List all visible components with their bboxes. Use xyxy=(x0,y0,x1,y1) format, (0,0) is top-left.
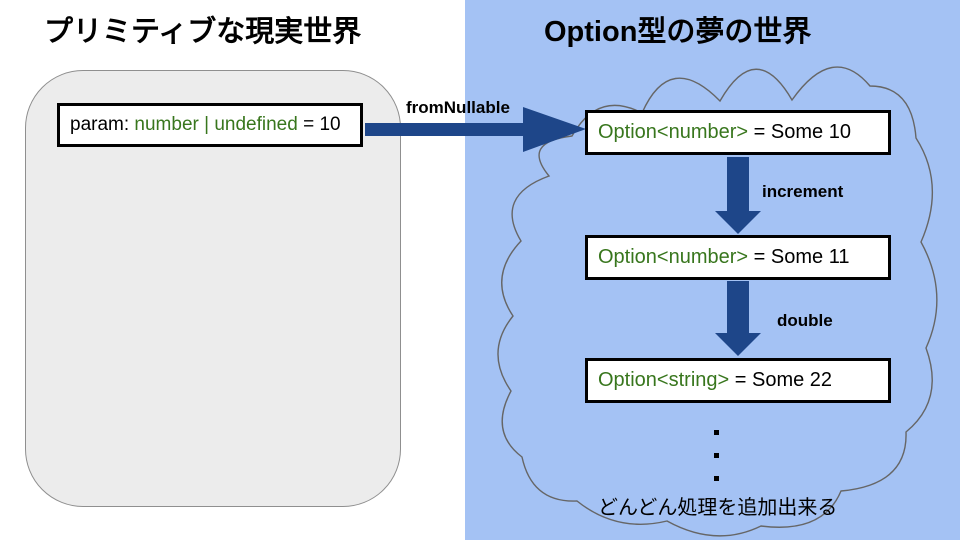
option-type: Option<number> xyxy=(598,121,749,143)
option-value: = Some 11 xyxy=(748,246,850,268)
add-processing-caption: どんどん処理を追加出来る xyxy=(598,497,838,519)
vertical-ellipsis xyxy=(714,430,719,499)
param-type: number | undefined xyxy=(134,114,298,135)
primitive-world-title: プリミティブな現実世界 xyxy=(44,16,362,48)
ellipsis-dot xyxy=(714,453,719,458)
option-box-some22: Option<string> = Some 22 xyxy=(585,358,891,403)
ellipsis-dot xyxy=(714,430,719,435)
option-box-some11: Option<number> = Some 11 xyxy=(585,235,891,280)
double-label: double xyxy=(777,311,833,330)
option-value: = Some 22 xyxy=(729,369,833,391)
option-type: Option<string> xyxy=(598,369,730,391)
from-nullable-label: fromNullable xyxy=(406,98,510,117)
option-box-some10: Option<number> = Some 10 xyxy=(585,110,891,155)
ellipsis-dot xyxy=(714,476,719,481)
param-label: param: xyxy=(70,114,135,135)
option-type: Option<number> xyxy=(598,246,749,268)
option-world-title: Option型の夢の世界 xyxy=(544,16,812,48)
param-value: = 10 xyxy=(297,114,341,135)
increment-label: increment xyxy=(762,182,844,201)
option-value: = Some 10 xyxy=(748,121,851,143)
param-box: param: number | undefined = 10 xyxy=(57,103,363,147)
